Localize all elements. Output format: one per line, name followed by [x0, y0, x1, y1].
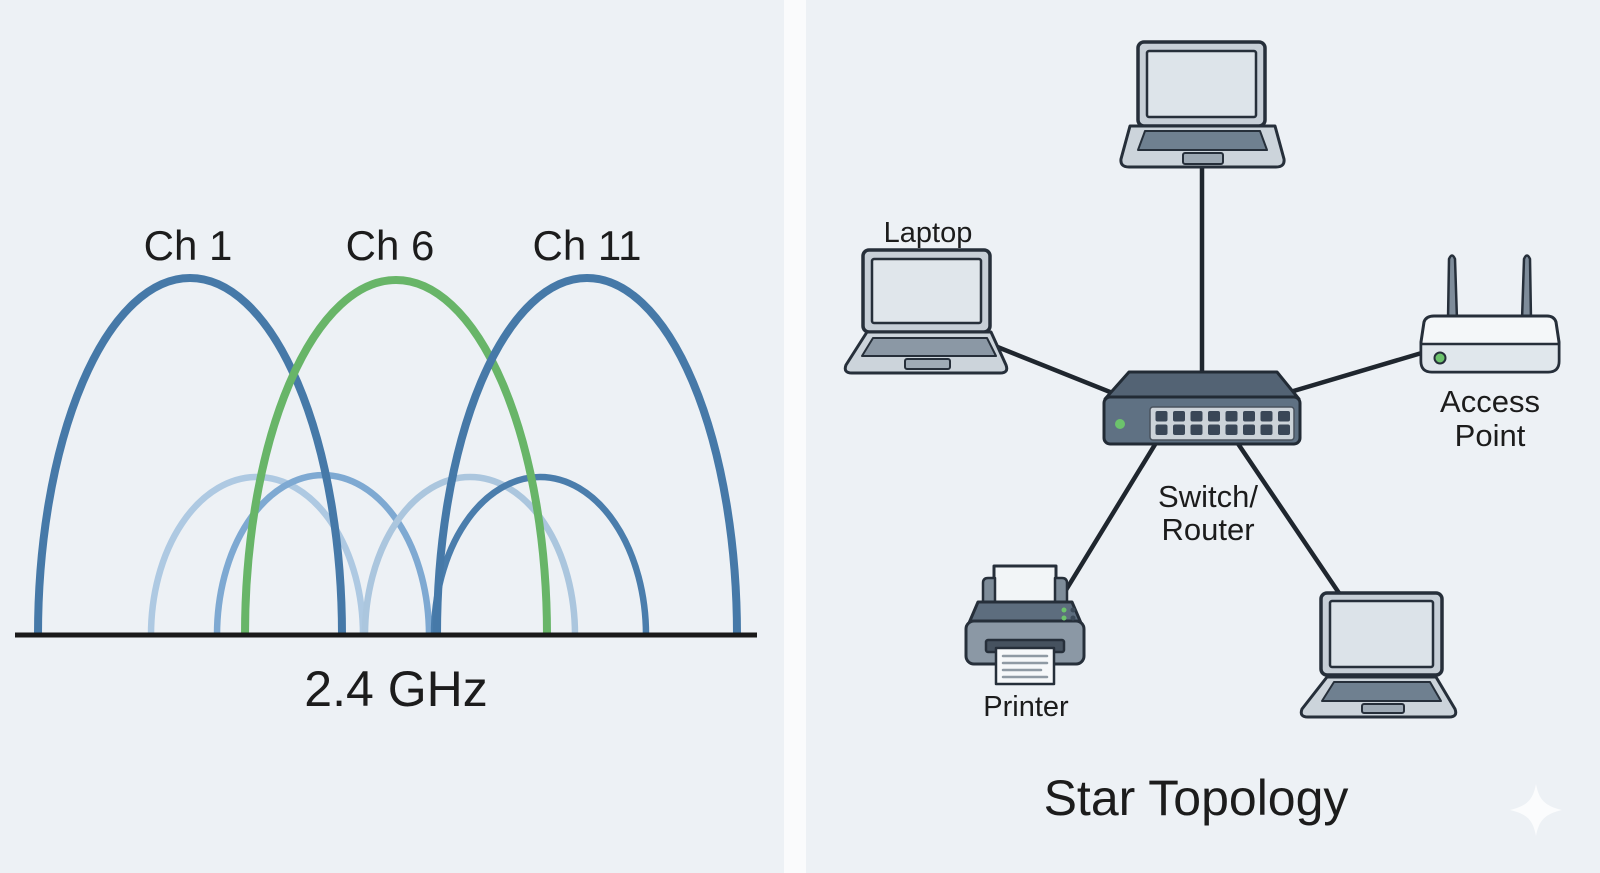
sparkle-icon — [1510, 784, 1562, 836]
laptop-left-icon — [843, 248, 1009, 375]
overlap-arc-3 — [361, 473, 579, 636]
printer-leds — [1061, 607, 1076, 621]
printed-lines — [1001, 654, 1049, 679]
switch-ports — [1155, 411, 1290, 435]
channel-6-arc — [241, 276, 551, 636]
panel-divider — [784, 0, 806, 873]
link-left-laptop — [987, 341, 1133, 403]
access-point-label-line2: Point — [1455, 418, 1526, 453]
star-topology-diagram: Laptop Access Point Switch/ Router — [843, 40, 1562, 836]
link-access-point — [1267, 349, 1428, 401]
printer-label: Printer — [983, 691, 1069, 723]
links — [987, 157, 1428, 599]
laptop-left-label: Laptop — [884, 217, 973, 249]
switch-icon — [1102, 370, 1302, 446]
link-printer — [1063, 417, 1173, 593]
printer-icon — [964, 564, 1086, 686]
laptop-bottom-icon — [1299, 591, 1458, 719]
channel-1-arc — [34, 274, 346, 636]
overlap-arc-4 — [430, 473, 650, 636]
access-point-label-line1: Access — [1440, 384, 1540, 419]
band-label: 2.4 GHz — [304, 661, 487, 717]
channel-11-arc — [433, 274, 741, 636]
laptop-top-icon — [1119, 40, 1286, 169]
link-bottom-laptop — [1219, 417, 1344, 599]
channel-1-label: Ch 1 — [144, 222, 233, 269]
channel-11-label: Ch 11 — [533, 222, 642, 269]
diagram-title: Star Topology — [1044, 770, 1349, 826]
switch-label-line2: Router — [1161, 512, 1254, 547]
wifi-channel-chart: Ch 1 Ch 6 Ch 11 2.4 GHz — [15, 222, 757, 717]
access-point-icon — [1419, 254, 1561, 374]
switch-label-line1: Switch/ — [1158, 479, 1258, 514]
channel-6-label: Ch 6 — [346, 222, 435, 269]
